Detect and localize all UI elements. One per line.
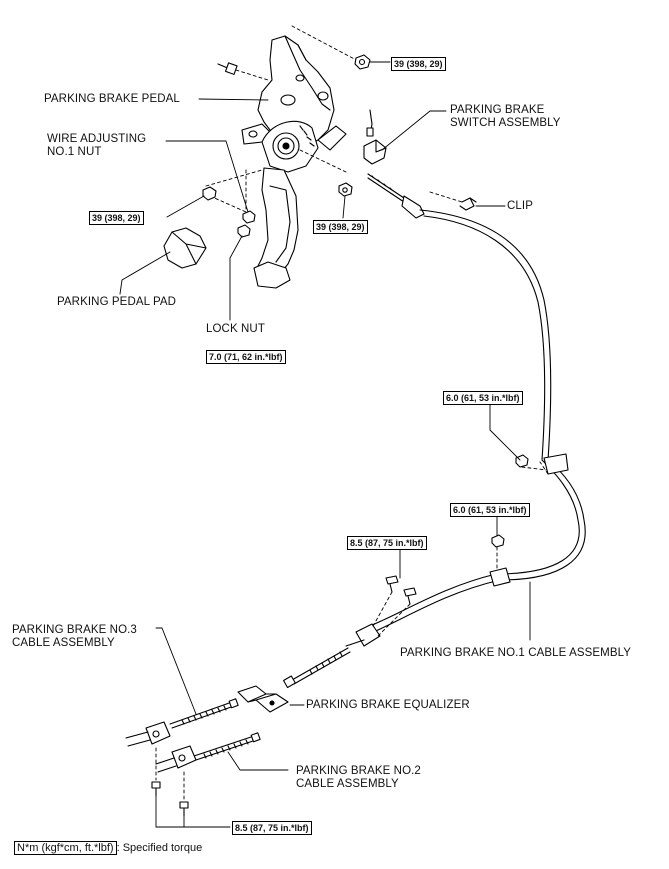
label-parking-brake-equalizer: PARKING BRAKE EQUALIZER	[306, 699, 470, 711]
label-wire-adjusting-nut: WIRE ADJUSTING NO.1 NUT	[47, 133, 146, 159]
label-no2-line1: PARKING BRAKE NO.2	[296, 765, 421, 777]
cable-nut-upper	[515, 454, 547, 471]
label-parking-brake-pedal: PARKING BRAKE PEDAL	[44, 93, 180, 105]
label-parking-pedal-pad: PARKING PEDAL PAD	[57, 296, 177, 308]
label-no1-cable-assembly: PARKING BRAKE NO.1 CABLE ASSEMBLY	[400, 647, 632, 659]
label-no3-cable-assembly: PARKING BRAKE NO.3 CABLE ASSEMBLY	[12, 624, 137, 650]
lock-nut-part	[237, 224, 251, 238]
label-clip: CLIP	[507, 200, 533, 212]
clip-part	[429, 191, 477, 211]
nut-left	[202, 186, 217, 201]
legend-unit-box: N*m (kgf*cm, ft.*lbf)	[14, 841, 117, 855]
torque-legend: N*m (kgf*cm, ft.*lbf): Specified torque	[14, 841, 203, 855]
torque-cable-upper: 6.0 (61, 53 in.*lbf)	[443, 391, 523, 405]
leader-lines	[119, 61, 531, 828]
torque-lock-nut: 7.0 (71, 62 in.*lbf)	[206, 350, 286, 364]
parking-brake-pedal-part	[205, 25, 361, 289]
label-switch-line1: PARKING BRAKE	[450, 104, 545, 116]
parking-pedal-pad-part	[163, 227, 207, 269]
label-no2-cable-assembly: PARKING BRAKE NO.2 CABLE ASSEMBLY	[296, 765, 421, 791]
torque-cable-lower: 6.0 (61, 53 in.*lbf)	[450, 503, 530, 517]
nut-top-right	[354, 54, 371, 70]
label-no2-line2: CABLE ASSEMBLY	[296, 778, 399, 790]
no2-cable-part	[155, 732, 261, 773]
nut-center	[338, 182, 353, 197]
torque-center: 39 (398, 29)	[313, 220, 368, 234]
parking-brake-switch-part	[363, 109, 387, 165]
torque-equalizer-bolts: 8.5 (87, 75 in.*lbf)	[347, 536, 427, 550]
no1-cable-part	[282, 173, 586, 689]
cable-nut-lower	[491, 534, 505, 571]
no3-cable-part	[125, 698, 239, 747]
label-lock-nut: LOCK NUT	[206, 323, 265, 335]
wire-adjusting-nut	[242, 210, 256, 224]
label-wire-adjusting-line2: NO.1 NUT	[47, 146, 102, 158]
label-no3-line2: CABLE ASSEMBLY	[12, 637, 115, 649]
bottom-bolts	[151, 747, 189, 817]
torque-top-right: 39 (398, 29)	[391, 57, 446, 71]
label-wire-adjusting-line1: WIRE ADJUSTING	[47, 133, 147, 145]
torque-bottom-bolts: 8.5 (87, 75 in.*lbf)	[232, 821, 312, 835]
torque-left: 39 (398, 29)	[89, 211, 144, 225]
legend-text: : Specified torque	[116, 842, 203, 854]
label-no3-line1: PARKING BRAKE NO.3	[12, 624, 137, 636]
equalizer-bolts	[371, 575, 417, 637]
label-parking-brake-switch: PARKING BRAKE SWITCH ASSEMBLY	[450, 104, 561, 130]
parking-brake-equalizer-part	[237, 685, 289, 713]
label-switch-line2: SWITCH ASSEMBLY	[450, 117, 561, 129]
